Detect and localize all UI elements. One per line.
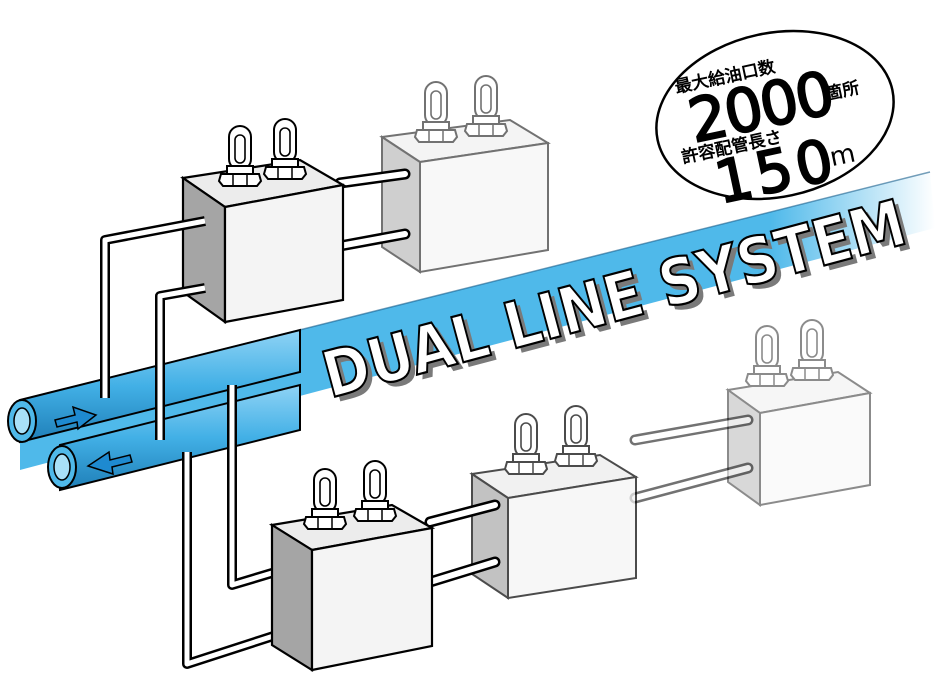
lower-front-block [268, 460, 436, 672]
lower-far-block [725, 319, 873, 507]
arrow-right-icon [54, 405, 98, 431]
upper-branch-tubes [100, 216, 206, 440]
upper-front-block [180, 118, 347, 325]
arrow-left-icon [86, 450, 133, 476]
pipe-length-unit: m [827, 139, 858, 174]
return-pipe [47, 383, 301, 492]
upper-connecting-rods [334, 168, 411, 252]
lower-far-rods [629, 414, 754, 504]
lower-near-rods [424, 499, 501, 588]
spec-bubble: 最大給油口数 2000 箇所 許容配管長さ 150 m [655, 29, 895, 218]
